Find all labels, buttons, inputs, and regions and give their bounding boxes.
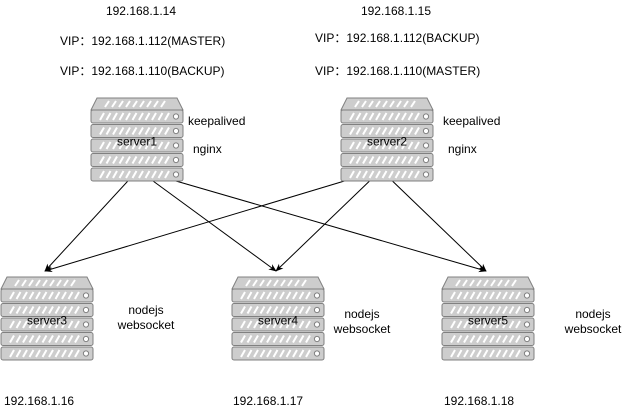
server4-name-label: server4 (258, 314, 298, 328)
server4-service-websocket: websocket (333, 322, 391, 336)
server1-ip: 192.168.1.14 (105, 4, 177, 18)
server5-server-icon (441, 276, 535, 361)
connection-edges (44, 169, 487, 273)
server-nodes: server1 server2 server3 server4 server5 (0, 97, 535, 361)
server4-ip: 192.168.1.17 (233, 394, 304, 408)
server2-ip: 192.168.1.15 (360, 4, 432, 18)
server2-service-nginx: nginx (448, 142, 477, 156)
edge-server2-server5 (380, 169, 487, 272)
server2-service-keepalived: keepalived (443, 114, 501, 128)
server4-server-icon (231, 276, 325, 361)
server1-vip-2: VIP：192.168.1.110(BACKUP) (60, 64, 225, 78)
edge-server1-server4 (137, 169, 277, 272)
server2-name-label: server2 (367, 135, 407, 149)
server2-server-icon (340, 97, 434, 182)
server1-name-label: server1 (117, 135, 157, 149)
server1-server-icon (90, 97, 184, 182)
server3-server-icon (0, 276, 94, 361)
server3-service-nodejs: nodejs (128, 303, 164, 317)
edge-server2-server4 (275, 169, 382, 272)
server1-service-nginx: nginx (193, 142, 222, 156)
server1-service-keepalived: keepalived (188, 114, 246, 128)
server3-ip: 192.168.1.16 (4, 394, 75, 408)
server1-vip-1: VIP：192.168.1.112(MASTER) (60, 34, 226, 48)
edge-server1-server5 (137, 169, 487, 273)
server4-service-nodejs: nodejs (344, 307, 380, 321)
server3-service-websocket: websocket (117, 318, 175, 332)
edge-server1-server3 (44, 169, 139, 272)
server5-name-label: server5 (468, 314, 508, 328)
server5-ip: 192.168.1.18 (444, 394, 515, 408)
server5-service-nodejs: nodejs (575, 307, 611, 321)
server5-service-websocket: websocket (564, 322, 622, 336)
edge-server2-server3 (44, 169, 382, 272)
server3-name-label: server3 (27, 314, 67, 328)
server2-vip-1: VIP：192.168.1.112(BACKUP) (315, 31, 480, 45)
server2-vip-2: VIP：192.168.1.110(MASTER) (315, 64, 481, 78)
